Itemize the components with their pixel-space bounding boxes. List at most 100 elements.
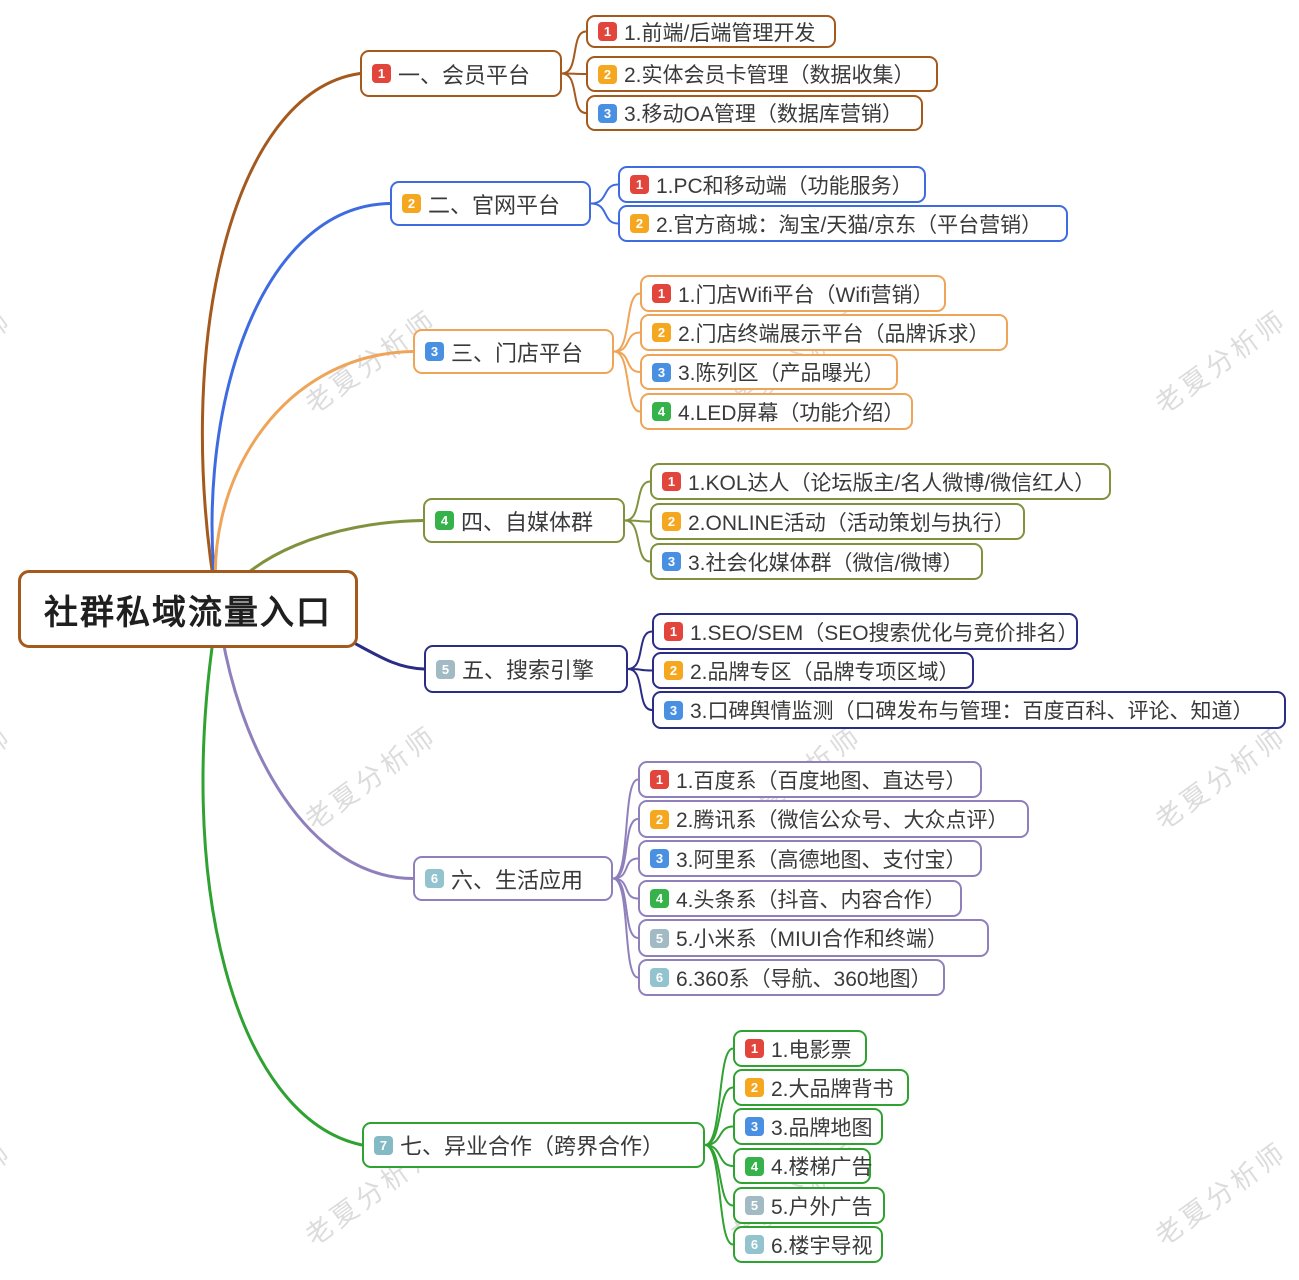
child-node-label: 3.口碑舆情监测（口碑发布与管理：百度百科、评论、知道） bbox=[690, 700, 1254, 723]
branch-badge-icon: 5 bbox=[436, 659, 455, 679]
child-connector-7-6 bbox=[704, 1144, 734, 1246]
child-connector-6-6 bbox=[612, 877, 639, 979]
child-badge-icon: 2 bbox=[630, 214, 649, 233]
child-node-label: 3.社会化媒体群（微信/微博） bbox=[688, 551, 964, 575]
child-node-label: 2.实体会员卡管理（数据收集） bbox=[624, 64, 915, 87]
child-badge-icon: 3 bbox=[652, 362, 671, 382]
child-connector-4-3 bbox=[624, 519, 651, 563]
child-badge-icon: 2 bbox=[652, 323, 671, 342]
branch-node-label: 六、生活应用 bbox=[451, 867, 584, 893]
child-node-label: 1.PC和移动端（功能服务） bbox=[656, 174, 913, 198]
child-badge-icon: 1 bbox=[662, 472, 681, 491]
child-node-label: 1.百度系（百度地图、直达号） bbox=[676, 769, 967, 793]
child-node-4-2[interactable]: 2 2.ONLINE活动（活动策划与执行） bbox=[650, 503, 1025, 540]
child-node-4-1[interactable]: 1 1.KOL达人（论坛版主/名人微博/微信红人） bbox=[650, 463, 1111, 500]
branch-badge-icon: 6 bbox=[425, 869, 444, 888]
child-node-label: 2.腾讯系（微信公众号、大众点评） bbox=[676, 809, 1009, 832]
child-node-label: 2.大品牌背书 bbox=[771, 1077, 894, 1101]
child-node-label: 5.小米系（MIUI合作和终端） bbox=[676, 928, 948, 951]
child-connector-7-2 bbox=[704, 1086, 734, 1146]
child-connector-2-1 bbox=[590, 183, 619, 205]
child-node-7-3[interactable]: 3 3.品牌地图 bbox=[733, 1108, 883, 1145]
child-node-5-2[interactable]: 2 2.品牌专区（品牌专项区域） bbox=[652, 652, 974, 689]
child-badge-icon: 1 bbox=[652, 284, 671, 303]
branch-node-label: 一、会员平台 bbox=[398, 62, 531, 88]
child-node-label: 2.品牌专区（品牌专项区域） bbox=[690, 660, 960, 684]
branch-badge-icon: 3 bbox=[425, 342, 444, 361]
child-node-label: 2.门店终端展示平台（品牌诉求） bbox=[678, 322, 990, 346]
branch-badge-icon: 7 bbox=[374, 1135, 393, 1155]
child-connector-2-2 bbox=[590, 202, 619, 225]
child-node-6-6[interactable]: 6 6.360系（导航、360地图） bbox=[638, 959, 945, 996]
branch-badge-icon: 2 bbox=[402, 194, 421, 213]
child-badge-icon: 2 bbox=[664, 661, 683, 680]
branch-node-label: 七、异业合作（跨界合作） bbox=[400, 1134, 665, 1159]
child-node-3-1[interactable]: 1 1.门店Wifi平台（Wifi营销） bbox=[640, 275, 946, 312]
child-badge-icon: 5 bbox=[650, 928, 669, 948]
child-badge-icon: 4 bbox=[745, 1156, 764, 1176]
child-node-label: 1.门店Wifi平台（Wifi营销） bbox=[678, 283, 934, 307]
child-node-3-2[interactable]: 2 2.门店终端展示平台（品牌诉求） bbox=[640, 314, 1008, 351]
child-node-6-2[interactable]: 2 2.腾讯系（微信公众号、大众点评） bbox=[638, 800, 1029, 838]
child-connector-3-3 bbox=[613, 350, 641, 373]
child-node-label: 1.前端/后端管理开发 bbox=[624, 21, 816, 45]
branch-node-label: 四、自媒体群 bbox=[461, 509, 594, 535]
child-connector-1-1 bbox=[561, 30, 587, 75]
child-badge-icon: 2 bbox=[662, 512, 681, 531]
main-connector-5 bbox=[354, 642, 426, 671]
root-node[interactable]: 社群私域流量入口 bbox=[18, 570, 358, 648]
branch-node-6[interactable]: 6 六、生活应用 bbox=[413, 856, 613, 901]
child-node-label: 6.360系（导航、360地图） bbox=[676, 967, 932, 991]
child-node-5-1[interactable]: 1 1.SEO/SEM（SEO搜索优化与竞价排名） bbox=[652, 613, 1079, 650]
child-node-label: 3.阿里系（高德地图、支付宝） bbox=[676, 848, 967, 872]
child-connector-3-2 bbox=[613, 331, 641, 353]
child-badge-icon: 3 bbox=[598, 103, 617, 123]
child-connector-3-4 bbox=[613, 350, 641, 413]
child-connector-6-2 bbox=[612, 818, 639, 880]
child-badge-icon: 4 bbox=[650, 889, 669, 908]
child-node-label: 3.品牌地图 bbox=[771, 1116, 873, 1140]
child-node-label: 1.KOL达人（论坛版主/名人微博/微信红人） bbox=[688, 471, 1096, 495]
main-connector-3 bbox=[213, 350, 415, 610]
child-badge-icon: 6 bbox=[650, 968, 669, 987]
child-node-label: 5.户外广告 bbox=[771, 1195, 873, 1219]
child-node-label: 1.SEO/SEM（SEO搜索优化与竞价排名） bbox=[690, 621, 1079, 645]
child-connector-1-3 bbox=[561, 72, 587, 114]
branch-node-7[interactable]: 7 七、异业合作（跨界合作） bbox=[362, 1122, 705, 1168]
child-node-label: 3.移动OA管理（数据库营销） bbox=[624, 103, 903, 126]
child-badge-icon: 2 bbox=[650, 809, 669, 829]
child-node-1-3[interactable]: 3 3.移动OA管理（数据库营销） bbox=[586, 95, 923, 131]
child-connector-6-1 bbox=[612, 778, 639, 880]
main-connector-6 bbox=[216, 606, 415, 880]
child-connector-7-1 bbox=[704, 1047, 734, 1146]
child-node-label: 6.楼宇导视 bbox=[771, 1234, 873, 1258]
child-badge-icon: 1 bbox=[664, 622, 683, 641]
child-node-label: 2.ONLINE活动（活动策划与执行） bbox=[688, 511, 1015, 535]
child-node-7-5[interactable]: 5 5.户外广告 bbox=[733, 1187, 885, 1224]
child-node-label: 2.官方商城：淘宝/天猫/京东（平台营销） bbox=[656, 213, 1043, 237]
child-node-6-5[interactable]: 5 5.小米系（MIUI合作和终端） bbox=[638, 919, 989, 957]
child-badge-icon: 3 bbox=[745, 1117, 764, 1136]
child-node-2-2[interactable]: 2 2.官方商城：淘宝/天猫/京东（平台营销） bbox=[618, 205, 1068, 242]
child-badge-icon: 5 bbox=[745, 1196, 764, 1215]
